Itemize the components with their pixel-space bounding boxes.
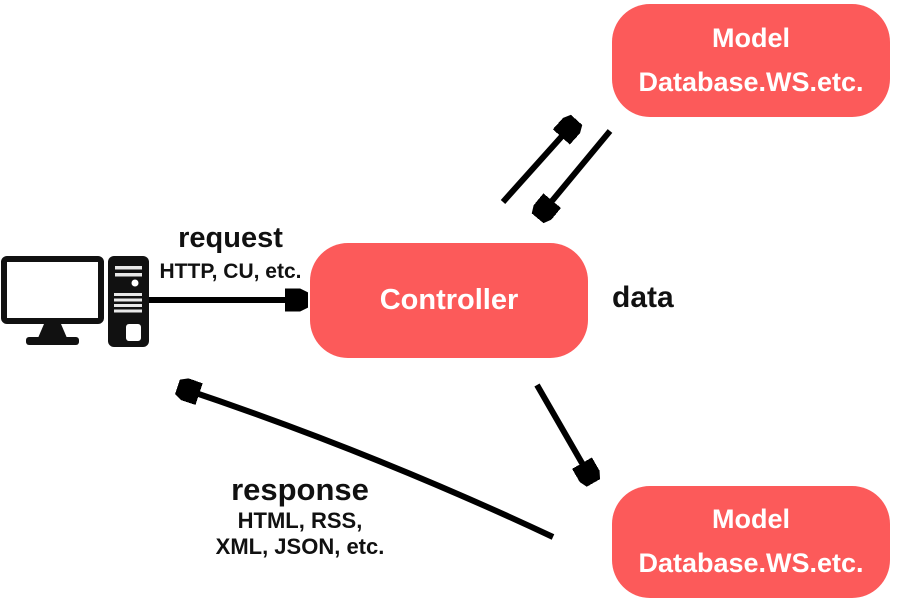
model-top-to-controller-arrow <box>542 129 613 213</box>
data-label: data <box>612 281 674 314</box>
controller-label: Controller <box>379 284 519 316</box>
request-label: request <box>178 222 283 254</box>
response-sublabel-line2: XML, JSON, etc. <box>215 534 385 560</box>
response-label-group: response HTML, RSS, XML, JSON, etc. <box>200 472 400 561</box>
model-top-label-line2: Database.WS.etc. <box>638 66 864 97</box>
model-bottom-node: Model Database.WS.etc. <box>612 486 890 598</box>
controller-to-model-top-arrow <box>500 125 572 205</box>
response-label: response <box>231 472 369 507</box>
model-top-node: Model Database.WS.etc. <box>612 4 890 117</box>
model-bottom-label-line1: Model <box>712 504 790 535</box>
request-label-group: request HTTP, CU, etc. <box>143 222 318 284</box>
monitor-base <box>26 337 79 345</box>
monitor-stand <box>38 324 67 338</box>
response-sublabel-line1: HTML, RSS, <box>237 507 363 533</box>
desktop-computer-icon <box>1 256 149 347</box>
model-bottom-label-line2: Database.WS.etc. <box>638 548 864 578</box>
request-sublabel: HTTP, CU, etc. <box>159 259 302 283</box>
controller-node: Controller <box>310 243 588 358</box>
model-top-label-line1: Model <box>712 22 790 53</box>
response-arrow <box>184 389 555 540</box>
controller-to-model-bottom-arrow <box>534 383 590 477</box>
monitor-screen <box>1 256 104 324</box>
